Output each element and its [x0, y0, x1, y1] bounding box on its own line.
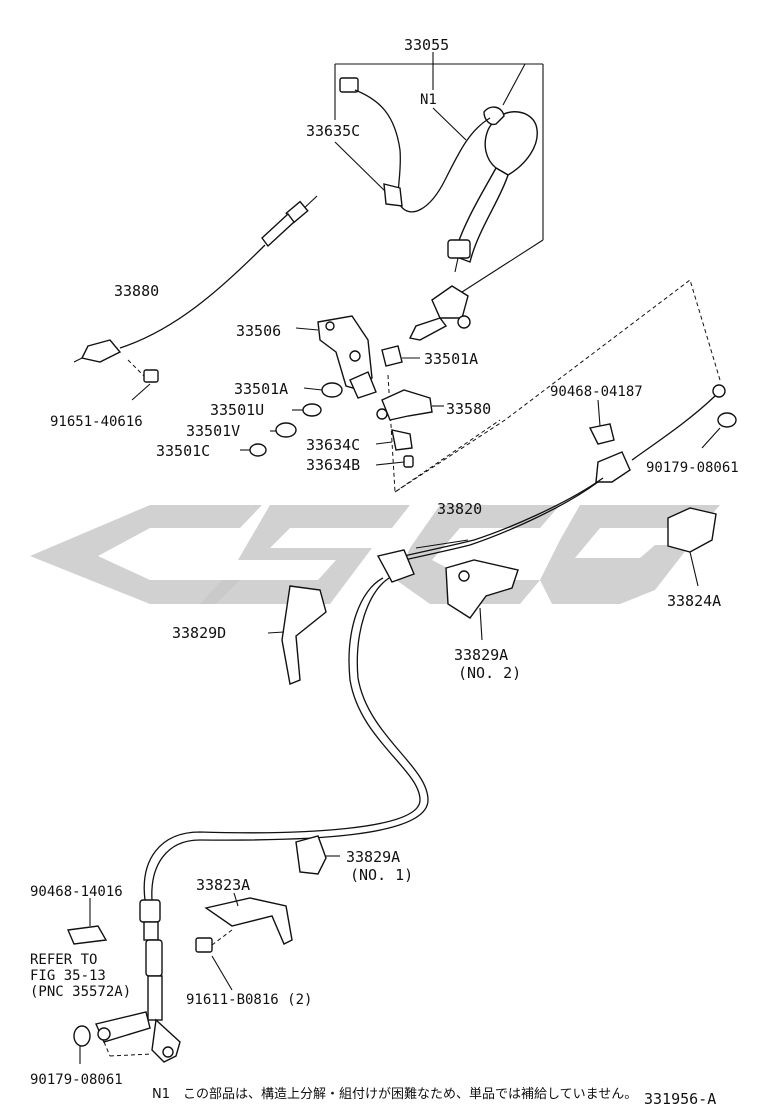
label-33634B: 33634B: [306, 456, 360, 474]
clip-90468-04187: [588, 399, 615, 445]
watermark-logo: [30, 505, 720, 604]
label-33829D: 33829D: [172, 624, 226, 642]
label-refer-to: REFER TO: [30, 952, 97, 968]
bolt-91651: [127, 359, 159, 401]
label-33501A-right: 33501A: [424, 350, 478, 368]
lever-33580: [376, 389, 444, 421]
label-90179-08061-upper: 90179-08061: [646, 460, 739, 476]
label-N1: N1: [420, 92, 437, 108]
shift-lever-knob: [447, 106, 538, 273]
cable-lower-end: [139, 899, 181, 1063]
label-33823A: 33823A: [196, 876, 250, 894]
bracket-33829D: [267, 585, 327, 685]
label-33829A-no2: 33829A: [454, 646, 508, 664]
label-33055: 33055: [404, 36, 449, 54]
small-parts-cluster: [240, 382, 343, 457]
clip-90468-14016: [66, 898, 108, 945]
label-fig-35-13: FIG 35-13: [30, 968, 106, 984]
bolt-91611: [195, 929, 233, 991]
assembly-bracket-lines: [334, 52, 544, 293]
housing-33506: [295, 315, 377, 399]
part-labels: 33055 N1 33635C 33880 33506 33501A 33501…: [30, 36, 739, 1088]
label-33880: 33880: [114, 282, 159, 300]
label-33824A: 33824A: [667, 592, 721, 610]
label-33506: 33506: [236, 322, 281, 340]
label-33635C: 33635C: [306, 122, 360, 140]
wire-harness: [339, 77, 491, 213]
dashed-boundary: [387, 279, 721, 493]
label-33501U: 33501U: [210, 401, 264, 419]
label-33501A-left: 33501A: [234, 380, 288, 398]
label-33829A-no2-sub: (NO. 2): [458, 664, 521, 682]
label-33829A-no1: 33829A: [346, 848, 400, 866]
label-33501V: 33501V: [186, 422, 240, 440]
label-91611-B0816: 91611-B0816 (2): [186, 992, 312, 1008]
label-90468-14016: 90468-14016: [30, 884, 123, 900]
bracket-33823A: [204, 892, 293, 945]
label-33829A-no1-sub: (NO. 1): [350, 866, 413, 884]
cable-33880: [73, 195, 318, 363]
label-90468-04187: 90468-04187: [550, 384, 643, 400]
label-pnc-35572a: (PNC 35572A): [30, 984, 131, 1000]
nut-90179-upper: [701, 412, 737, 449]
linkage-lower: [73, 1011, 153, 1064]
figure-id: 331956-A: [644, 1090, 716, 1108]
clamp-33829A-no1: [295, 835, 340, 875]
clip-33634C: [375, 429, 414, 468]
label-91651-40616: 91651-40616: [50, 414, 143, 430]
clamp-33829A-no2: [445, 559, 519, 641]
label-33580: 33580: [446, 400, 491, 418]
footnote: N1 この部品は、構造上分解・組付けが困難なため、単品では補給していません。: [152, 1086, 637, 1102]
label-33501C: 33501C: [156, 442, 210, 460]
label-90179-08061-lower: 90179-08061: [30, 1072, 123, 1088]
bracket-33824A: [667, 507, 717, 587]
label-33820: 33820: [437, 500, 482, 518]
bushing-33501A-right: [381, 345, 420, 367]
label-33634C: 33634C: [306, 436, 360, 454]
shift-lever-base: [408, 285, 471, 341]
cable-33820: [143, 384, 726, 901]
